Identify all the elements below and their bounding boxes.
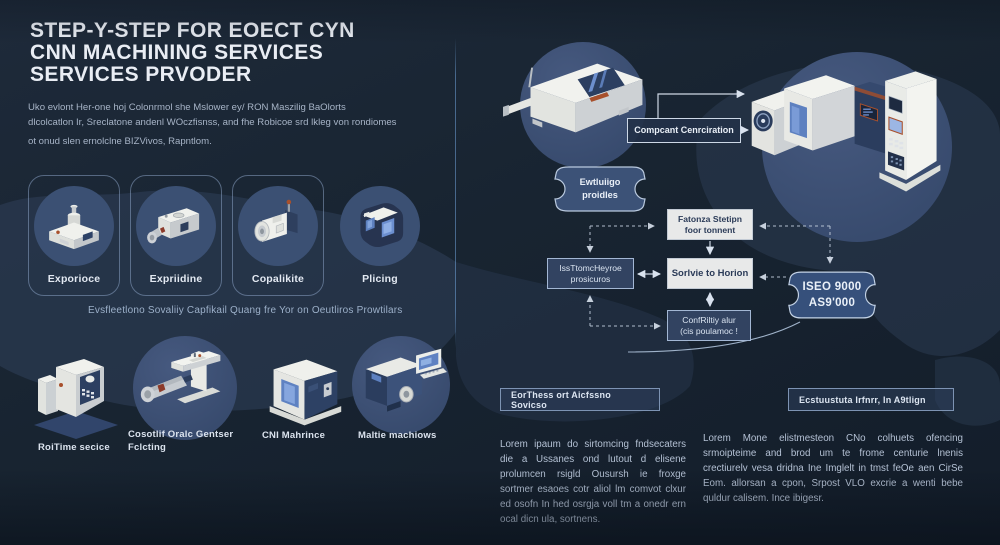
feature-card-label: Copalikite — [251, 273, 305, 285]
machine-label: CNI Mahrince — [262, 430, 326, 441]
subtitle-line: Uko evlont Her-one hoj Colonrmol she Msl… — [28, 102, 346, 113]
feature-cards-row: Exporioce Expriidine — [28, 175, 426, 296]
milling-machine-icon — [49, 204, 99, 250]
section-header-left: EorThess ort Aicfssno Sovicso — [500, 388, 660, 411]
spindle-machine-icon — [147, 208, 200, 244]
machine-label: Maltie machiows — [358, 430, 437, 441]
feature-card-expertise: Expriidine — [130, 175, 222, 296]
body-paragraph-left: Lorem ipaum do sirtomcing fndsecaters di… — [500, 439, 686, 525]
feature-card-circle — [238, 186, 318, 266]
intro-paragraph: Uko evlont Her-one hoj Colonrmol she Msl… — [28, 100, 436, 149]
body-paragraph-right: Lorem Mone elistmesteon CNo colhuets ofe… — [703, 433, 963, 504]
flow-box-bottom: ConfRiltiy alur (cis poulamoc ! — [667, 310, 751, 341]
flow-box-component: Compcant Cenrciration — [627, 118, 741, 143]
iso-certification-badge: ISEO 9000 AS9'000 — [786, 270, 878, 320]
title-line: STEP-Y-STEP FOR EOECT CYN — [30, 19, 355, 42]
title-line: SERVICES PRVODER — [30, 63, 252, 86]
feature-card-label: Exporioce — [47, 273, 101, 285]
subtitle-line: dlcolcatlon Ir, Sreclatone andenl WOczfi… — [28, 117, 397, 128]
title-line: CNN MACHINING SERVICES — [30, 41, 324, 64]
turning-machine-icon — [254, 199, 298, 242]
feature-card-pricing: Plicing — [334, 175, 426, 296]
flow-box-left: IssTtomcHeyroe prosicuros — [547, 258, 634, 289]
feature-card-experience: Exporioce — [28, 175, 120, 296]
machine-label: Cosotlif Oralc Gentser Fclcting — [128, 429, 234, 453]
flow-badge-process: Ewtluiigo proidles — [552, 165, 648, 213]
feature-card-circle — [136, 186, 216, 266]
flow-box-top: Fatonza Stetipn foor tonnent — [667, 209, 753, 240]
feature-card-label: Expriidine — [149, 273, 203, 285]
feature-card-circle — [340, 186, 420, 266]
feature-card-capabilities: Copalikite — [232, 175, 324, 296]
flow-box-center: Sorlvie to Horion — [667, 258, 753, 289]
page-title: STEP-Y-STEP FOR EOECT CYN CNN MACHINING … — [30, 20, 460, 86]
section-header-right: Ecstuustuta Irfnrr, In A9tlign — [788, 388, 954, 411]
subtitle-line: ot onud slen ernolclne BIZVivos, Rapntlo… — [28, 136, 212, 147]
feature-card-circle — [34, 186, 114, 266]
feature-card-label: Plicing — [362, 273, 398, 285]
features-caption: Evsfleetlono Sovaliiy Capfikail Quang fr… — [88, 305, 403, 316]
compact-cnc-icon — [360, 203, 404, 248]
